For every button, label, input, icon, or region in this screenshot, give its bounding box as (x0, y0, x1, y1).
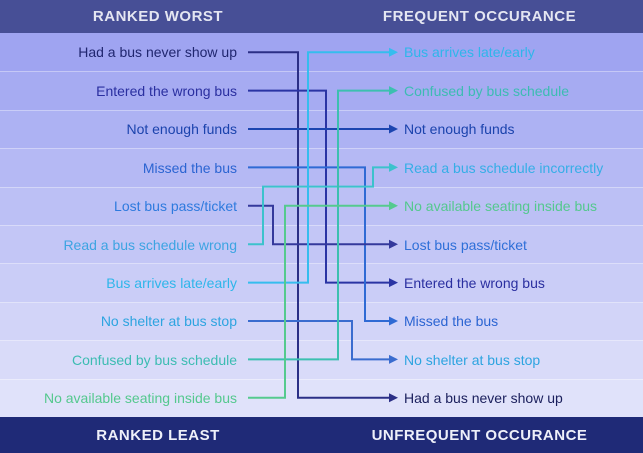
frequent-occurance-item-9: No shelter at bus stop (404, 351, 541, 368)
rank-row-3: Not enough funds Not enough funds (0, 109, 643, 149)
frequent-occurance-item-4: Read a bus schedule incorrectly (404, 159, 604, 176)
ranked-worst-item-7: Bus arrives late/early (106, 275, 237, 292)
rank-row-7: Bus arrives late/early Entered the wrong … (0, 263, 643, 302)
frequent-occurance-item-1: Bus arrives late/early (404, 44, 535, 61)
rank-row-2: Entered the wrong bus Confused by bus sch… (0, 71, 643, 110)
header-ranked-worst: RANKED WORST (92, 8, 224, 25)
rank-row-4: Missed the bus Read a bus schedule incorr… (0, 148, 643, 187)
frequent-occurance-item-8: Missed the bus (404, 313, 499, 330)
ranked-worst-item-3: Not enough funds (126, 121, 237, 138)
rank-row-8: No shelter at bus stop Missed the bus (0, 301, 643, 341)
footer-unfrequent-occurance: UNFREQUENT OCCURANCE (371, 426, 588, 444)
rows-container: Had a bus never show up Bus arrives late/… (0, 33, 643, 417)
ranked-worst-item-8: No shelter at bus stop (100, 313, 237, 330)
ranked-worst-item-10: No available seating inside bus (43, 390, 237, 407)
ranked-worst-item-2: Entered the wrong bus (96, 83, 237, 100)
rank-row-1: Had a bus never show up Bus arrives late/… (0, 33, 643, 72)
header-frequent-occurance: FREQUENT OCCURANCE (382, 8, 577, 25)
frequent-occurance-item-7: Entered the wrong bus (404, 275, 545, 292)
ranked-worst-item-5: Lost bus pass/ticket (114, 198, 237, 215)
frequent-occurance-item-2: Confused by bus schedule (404, 83, 569, 100)
frequent-occurance-item-5: No available seating inside bus (404, 198, 598, 215)
ranked-worst-item-4: Missed the bus (142, 159, 237, 176)
footer-ranked-least: RANKED LEAST (96, 426, 220, 444)
header-bar: RANKED WORST FREQUENT OCCURANCE (0, 0, 643, 33)
ranked-worst-item-1: Had a bus never show up (78, 44, 237, 61)
frequent-occurance-item-10: Had a bus never show up (404, 390, 563, 407)
rank-row-6: Read a bus schedule wrong Lost bus pass/t… (0, 224, 643, 264)
ranked-worst-item-9: Confused by bus schedule (72, 351, 237, 368)
frequent-occurance-item-6: Lost bus pass/ticket (404, 236, 527, 253)
frequent-occurance-item-3: Not enough funds (404, 121, 515, 138)
rank-row-10: No available seating inside bus Had a bus… (0, 378, 643, 417)
rank-row-5: Lost bus pass/ticket No available seating… (0, 186, 643, 225)
rank-row-9: Confused by bus schedule No shelter at bu… (0, 340, 643, 379)
footer-bar: RANKED LEAST UNFREQUENT OCCURANCE (0, 417, 643, 453)
ranked-worst-item-6: Read a bus schedule wrong (63, 236, 237, 253)
